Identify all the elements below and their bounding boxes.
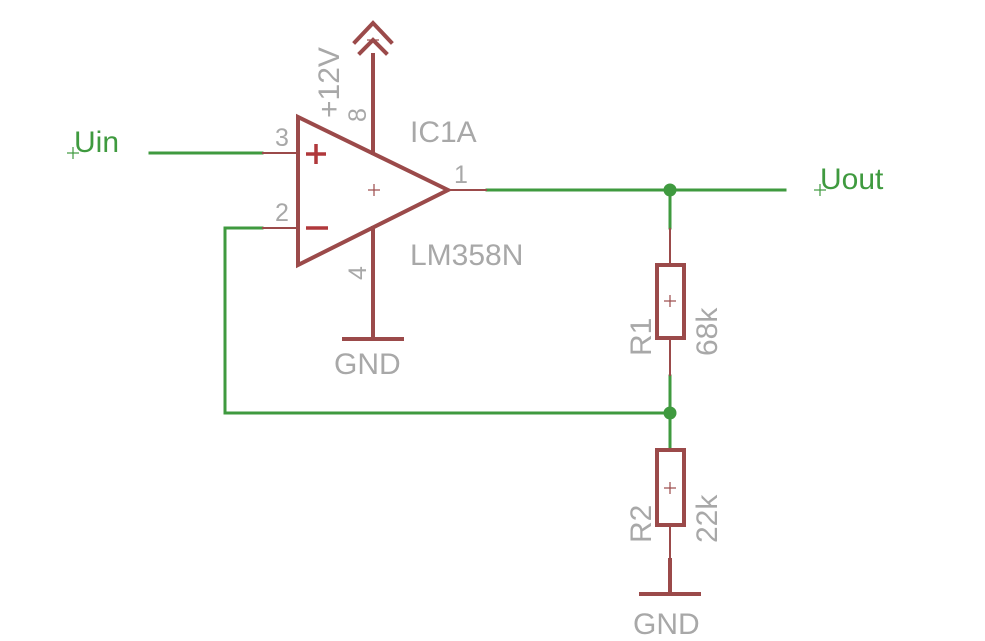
r1-value-label: 68k <box>691 307 724 356</box>
junction-divider-node[interactable] <box>663 406 677 420</box>
supply-arrow-symbol[interactable] <box>352 20 394 56</box>
supply-arrow-head-outer <box>352 20 394 45</box>
pin-4-label: 4 <box>344 266 372 280</box>
opamp-value-label: LM358N <box>410 239 523 272</box>
pin-3-label: 3 <box>275 124 289 152</box>
pin-2-label: 2 <box>275 199 289 227</box>
net-label-uin[interactable]: Uin <box>74 126 119 159</box>
pin-8-label: 8 <box>344 108 372 122</box>
r2-value-label: 22k <box>691 494 724 543</box>
opamp-name-label: IC1A <box>410 116 477 149</box>
wire-feedback[interactable] <box>223 226 672 415</box>
r2-name-label: R2 <box>625 505 658 543</box>
resistor-r2[interactable] <box>655 448 686 560</box>
resistor-r1[interactable] <box>655 228 686 376</box>
r1-name-label: R1 <box>625 318 658 356</box>
ground-label-opamp: GND <box>334 348 401 381</box>
net-label-uout[interactable]: Uout <box>820 163 884 196</box>
junction-output-node[interactable] <box>663 183 677 197</box>
wires <box>148 151 787 452</box>
supply-arrow-head-inner <box>357 37 389 56</box>
ground-label-r2: GND <box>633 608 700 641</box>
opamp-ic1a[interactable] <box>262 53 487 341</box>
supply-label: +12V <box>313 47 346 118</box>
pin-1-label: 1 <box>454 161 468 189</box>
